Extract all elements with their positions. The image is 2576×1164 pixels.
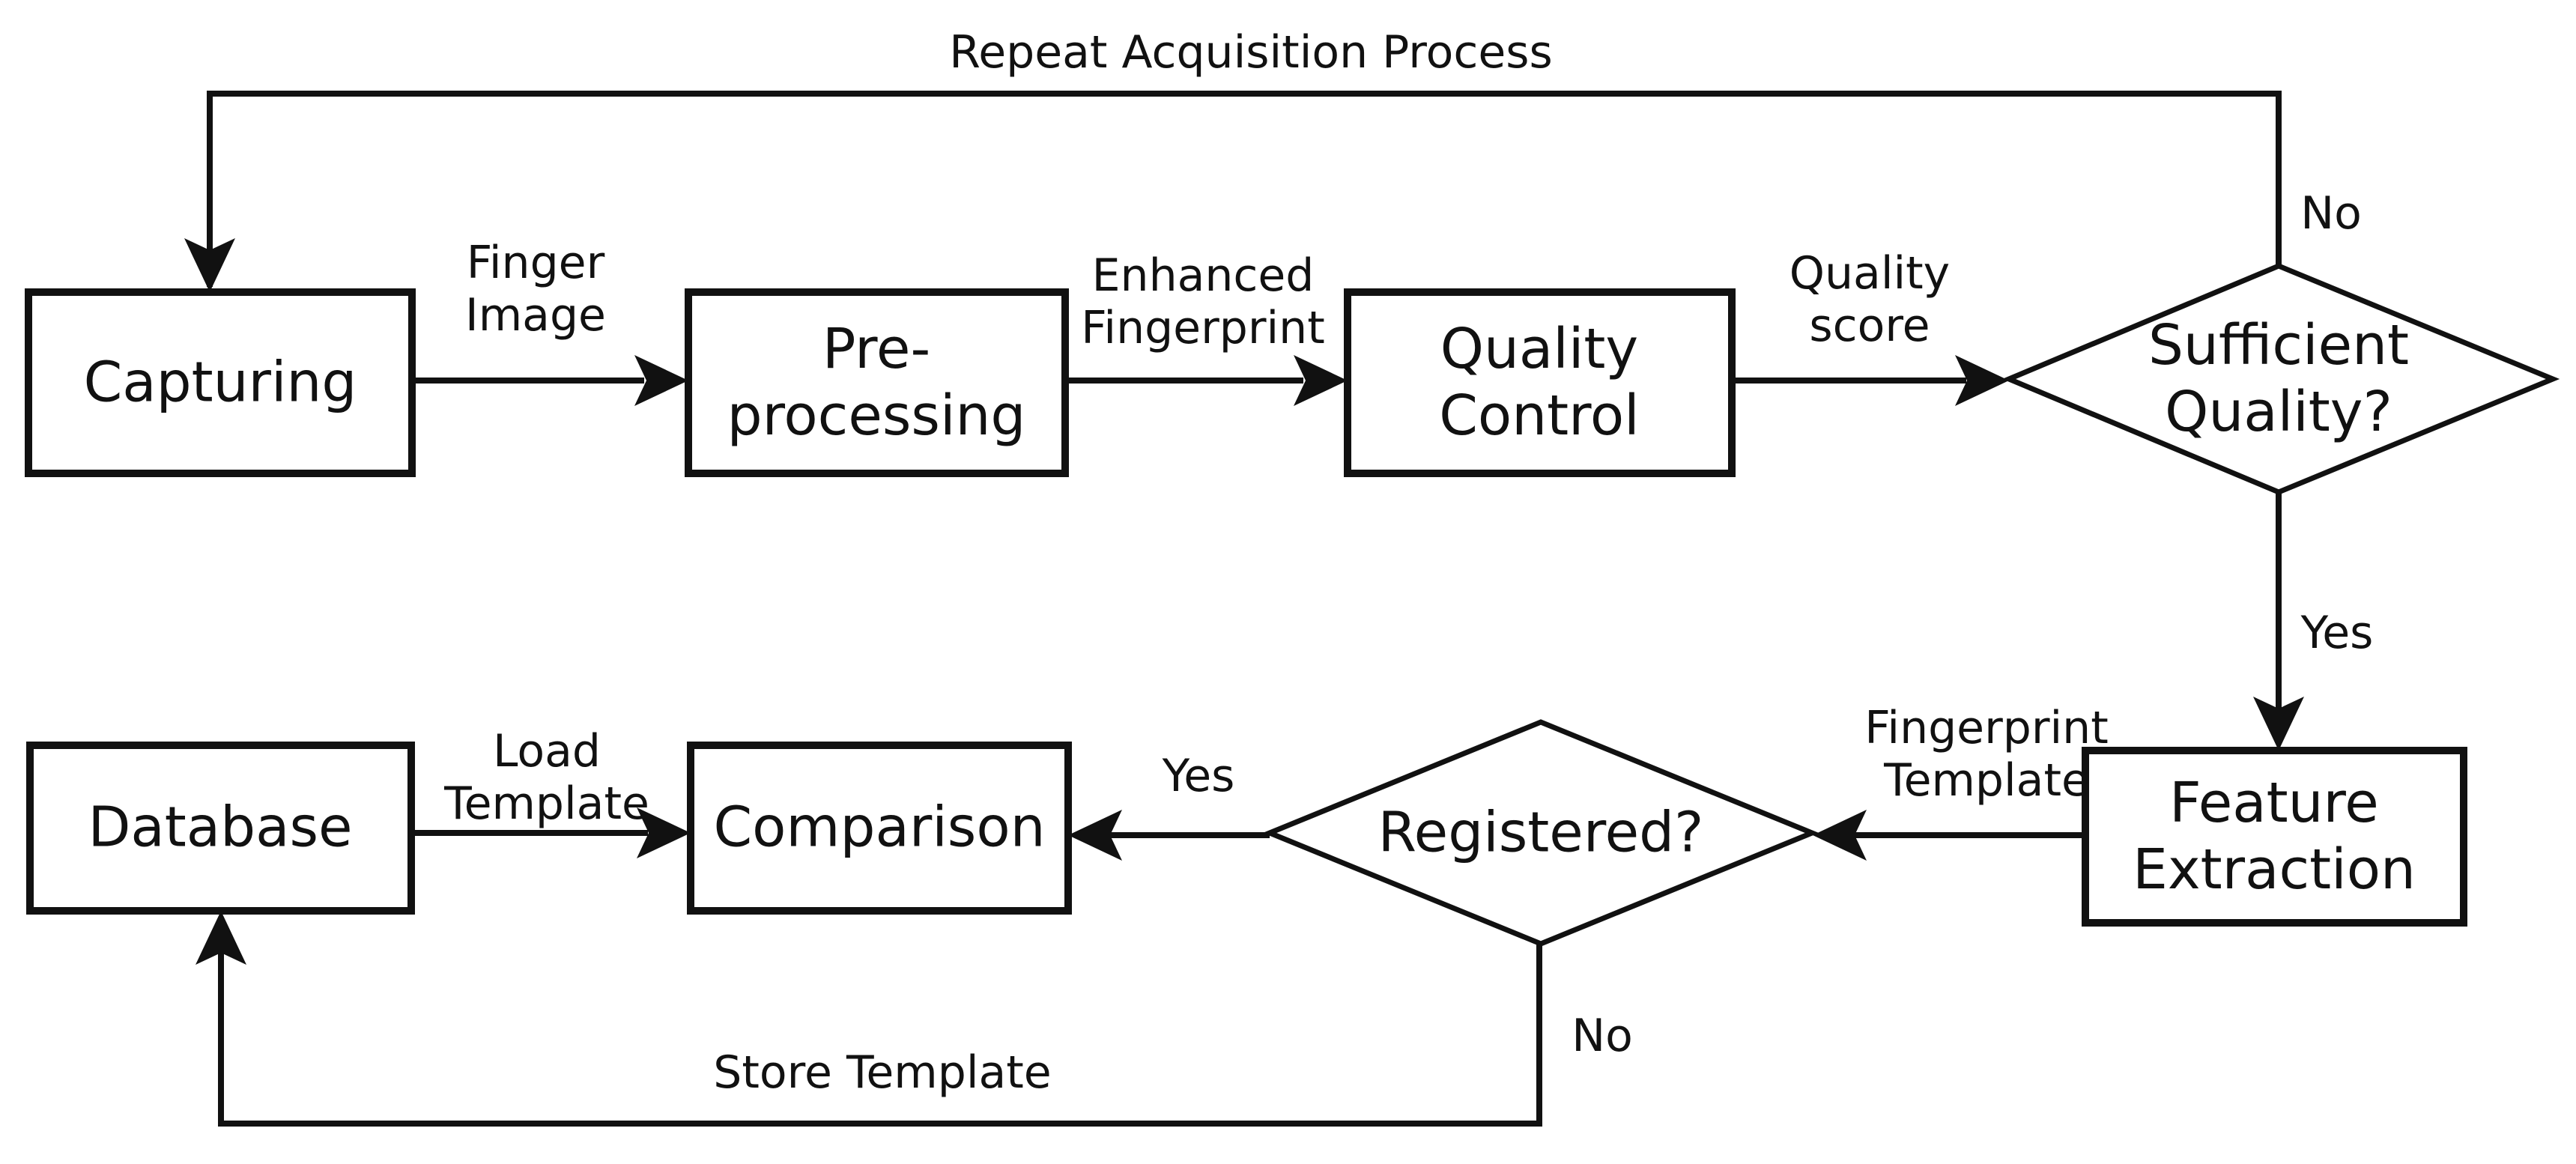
arrowhead-into-featureextraction xyxy=(2253,697,2304,751)
arrowhead-into-preprocessing xyxy=(634,355,688,406)
edge-label-enhanced-fingerprint: Enhanced Fingerprint xyxy=(1081,249,1325,354)
node-label-quality-control: Quality Control xyxy=(1439,317,1640,448)
node-shape-database xyxy=(26,742,415,915)
node-label-database: Database xyxy=(88,795,353,860)
arrowhead-into-registered xyxy=(1813,810,1867,861)
edge-label-store-template: Store Template xyxy=(713,1046,1052,1099)
node-label-feature-extraction: Feature Extraction xyxy=(2133,771,2416,902)
decision-label-yes-middle: Yes xyxy=(1162,749,1235,802)
node-label-sufficient-quality: Sufficient Quality? xyxy=(2148,313,2410,444)
node-shape-quality-control xyxy=(1344,288,1736,477)
node-shape-capturing xyxy=(25,288,416,477)
edge-label-finger-image: Finger Image xyxy=(465,236,606,342)
arrowhead-into-qualitycontrol xyxy=(1294,355,1348,406)
node-shape-preprocessing xyxy=(685,288,1069,477)
arrowhead-into-database xyxy=(196,911,246,965)
node-label-registered: Registered? xyxy=(1378,800,1704,865)
node-shape-registered xyxy=(1262,719,1819,947)
node-label-capturing: Capturing xyxy=(83,350,357,415)
node-shape-sufficient-quality xyxy=(2001,263,2560,495)
node-label-preprocessing: Pre- processing xyxy=(727,317,1026,448)
decision-label-no-bottom: No xyxy=(1572,1009,1633,1062)
arrowhead-into-comparison-right xyxy=(1068,810,1122,861)
edge-label-repeat-acquisition-process: Repeat Acquisition Process xyxy=(949,25,1553,79)
edge-label-quality-score: Quality score xyxy=(1789,246,1951,352)
decision-label-no-top: No xyxy=(2300,187,2362,240)
arrowhead-into-comparison-left xyxy=(637,807,691,858)
node-shape-feature-extraction xyxy=(2082,747,2467,927)
edge-line-store-template-loop xyxy=(218,944,1542,1127)
arrowhead-into-sufficientquality xyxy=(1955,355,2009,406)
decision-label-yes-right: Yes xyxy=(2300,606,2374,659)
node-label-comparison: Comparison xyxy=(713,795,1046,860)
arrowhead-into-capturing xyxy=(184,238,235,292)
edge-label-fingerprint-template: Fingerprint Template xyxy=(1864,701,2109,807)
node-shape-comparison xyxy=(687,742,1072,915)
edge-line-repeat-loop xyxy=(207,91,2282,287)
edge-label-load-template: Load Template xyxy=(444,724,649,830)
